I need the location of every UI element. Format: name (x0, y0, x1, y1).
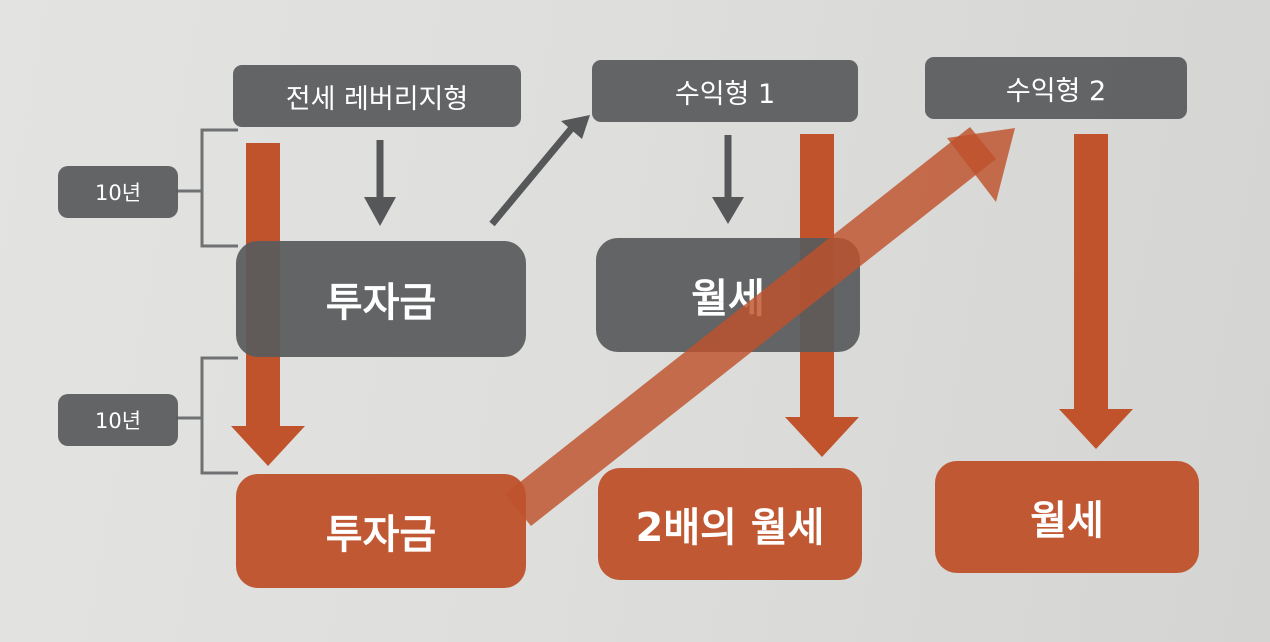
orange-arrow-diagonal-shaft (505, 127, 996, 526)
orange-arrow-left-head (231, 426, 305, 466)
type-income-2: 수익형 2 (925, 57, 1187, 119)
orange-arrow-right-head (1059, 409, 1133, 449)
orange-arrow-right-shaft (1074, 134, 1108, 411)
period-bracket-2 (176, 356, 238, 475)
investment-box-orange: 투자금 (236, 474, 526, 588)
period-badge-first: 10년 (58, 166, 178, 218)
orange-arrow-diagonal-head (947, 128, 1015, 202)
type-jeonse-leverage: 전세 레버리지형 (233, 65, 521, 127)
arrow-jeonse-to-investment-head (364, 197, 396, 226)
arrow-income1-to-rent-head (712, 197, 744, 224)
arrow-investment-to-income1-head (561, 115, 590, 139)
double-rent-box: 2배의 월세 (598, 468, 862, 580)
orange-arrow-mid-head (785, 417, 859, 457)
period-bracket-1 (176, 128, 238, 248)
arrow-investment-to-income1 (489, 126, 574, 227)
period-badge-second: 10년 (58, 394, 178, 446)
investment-box-gray: 투자금 (236, 241, 526, 357)
rent-box-income2: 월세 (935, 461, 1199, 573)
type-income-1: 수익형 1 (592, 60, 858, 122)
